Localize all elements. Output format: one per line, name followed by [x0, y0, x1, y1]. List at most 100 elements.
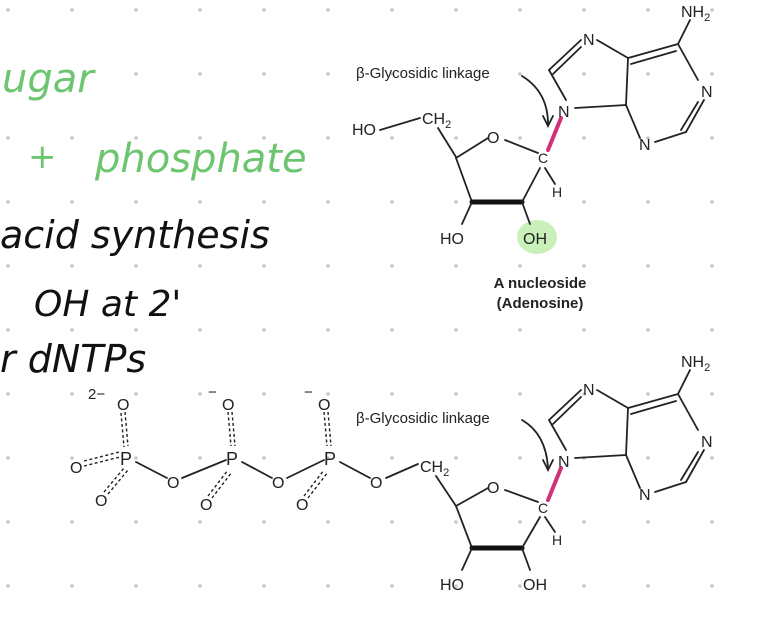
ring-oxygen: O	[487, 130, 499, 147]
grid-dot	[70, 8, 74, 12]
bond-ho-ch2	[379, 117, 421, 131]
grid-dot	[646, 200, 650, 204]
grid-dot	[70, 456, 74, 460]
grid-dot	[262, 72, 266, 76]
bond-c4-c3	[455, 157, 473, 203]
glycosidic-bond-bottom	[546, 466, 563, 502]
dash-p1-obot	[103, 467, 125, 493]
grid-dot	[6, 584, 10, 588]
grid-dot	[582, 200, 586, 204]
bond-c6-n1-bottom	[677, 393, 699, 431]
grid-dot	[262, 392, 266, 396]
h1-hydrogen: H	[552, 184, 562, 200]
bond-c4-o-bottom	[455, 487, 489, 507]
grid-dot	[582, 72, 586, 76]
bond-c2-n3-bottom	[654, 481, 687, 493]
bond-ob1-p2	[181, 459, 227, 479]
grid-dot	[262, 456, 266, 460]
grid-dot	[198, 584, 202, 588]
grid-dot	[134, 328, 138, 332]
bridge-o-1: O	[167, 475, 179, 492]
grid-dot	[390, 328, 394, 332]
phosphate-o-top-3: O	[318, 397, 330, 414]
adenine-top: N N N N NH2	[548, 4, 713, 154]
grid-dot	[198, 200, 202, 204]
dash-p1-otop-2	[120, 412, 125, 448]
adenine-n9-bottom: N	[558, 454, 570, 471]
grid-dot	[710, 200, 714, 204]
note-line-3: acid synthesis	[0, 213, 270, 257]
linkage-arrowhead-bottom	[542, 459, 554, 473]
adenine-n7-bottom: N	[583, 382, 595, 399]
bond-n1-c2-bottom	[685, 449, 705, 483]
grid-dot	[646, 264, 650, 268]
h1-hydrogen-bottom: H	[552, 532, 562, 548]
bond-c6-nh2-bottom	[677, 369, 691, 395]
dash-p3-otop	[323, 411, 328, 447]
grid-dot	[134, 200, 138, 204]
grid-dot	[710, 136, 714, 140]
grid-dot	[518, 328, 522, 332]
dash-p3-otop-2	[327, 411, 332, 447]
grid-dot	[454, 392, 458, 396]
grid-dot	[582, 264, 586, 268]
bond-n7-c5-bottom	[596, 389, 629, 409]
grid-dot	[390, 200, 394, 204]
bond-n7-c5	[596, 39, 629, 59]
bond-n9-c4-bottom	[574, 454, 627, 459]
dash-p1-oleft	[83, 456, 121, 467]
note-line-1: ugar	[2, 56, 96, 102]
grid-dot	[454, 328, 458, 332]
dash-p1-oleft-2	[83, 451, 120, 462]
ch2-text: CH	[422, 111, 445, 128]
grid-dot	[518, 136, 522, 140]
grid-dot	[390, 456, 394, 460]
grid-dot	[6, 200, 10, 204]
grid-dot	[262, 264, 266, 268]
ch2-group-bottom: CH2	[420, 459, 449, 479]
grid-dot	[582, 520, 586, 524]
glycosidic-linkage-label-bottom: β-Glycosidic linkage	[356, 410, 490, 427]
handwritten-notes: ugar + phosphate acid synthesis OH at 2'…	[0, 56, 307, 381]
bond-c2-c1-bottom	[521, 516, 541, 549]
bond-ch2-c4	[437, 127, 457, 158]
grid-dot	[518, 392, 522, 396]
grid-dot	[134, 456, 138, 460]
linkage-pointer-bottom	[521, 419, 549, 469]
grid-dot	[326, 328, 330, 332]
phosphate-o-left: O	[70, 460, 82, 477]
dot-grid	[6, 8, 714, 588]
bond-n1-c2-double-bottom	[680, 451, 699, 481]
glycosidic-linkage-label: β-Glycosidic linkage	[356, 65, 490, 82]
oh-2prime: OH	[523, 231, 547, 248]
bond-c8-n7-bottom	[548, 389, 582, 421]
bond-c6-nh2	[677, 19, 691, 45]
grid-dot	[710, 456, 714, 460]
ch2-subscript-bottom: 2	[443, 467, 449, 479]
grid-dot	[454, 72, 458, 76]
bond-n3-c4-bottom	[625, 454, 641, 489]
grid-dot	[6, 520, 10, 524]
adenine-n3-bottom: N	[639, 487, 651, 504]
grid-dot	[198, 456, 202, 460]
bond-c8-n7-double-bottom	[552, 396, 582, 425]
adenine-n1-bottom: N	[701, 434, 713, 451]
grid-dot	[134, 520, 138, 524]
dash-p1-obot-2	[107, 469, 129, 495]
bond-n9-c4	[574, 104, 627, 109]
grid-dot	[518, 72, 522, 76]
grid-dot	[262, 8, 266, 12]
bond-c5-c6	[627, 43, 679, 59]
grid-dot	[6, 456, 10, 460]
phosphorus-beta: P	[226, 449, 238, 469]
grid-dot	[646, 520, 650, 524]
grid-dot	[454, 584, 458, 588]
grid-dot	[70, 328, 74, 332]
grid-dot	[70, 72, 74, 76]
phosphate-o-bottom-1: O	[95, 493, 107, 510]
bond-c4-c3-bottom	[455, 505, 473, 549]
grid-dot	[70, 264, 74, 268]
grid-dot	[70, 200, 74, 204]
phosphate-o-top-1: O	[117, 397, 129, 414]
adenine-nh2-bottom: NH2	[681, 354, 710, 374]
